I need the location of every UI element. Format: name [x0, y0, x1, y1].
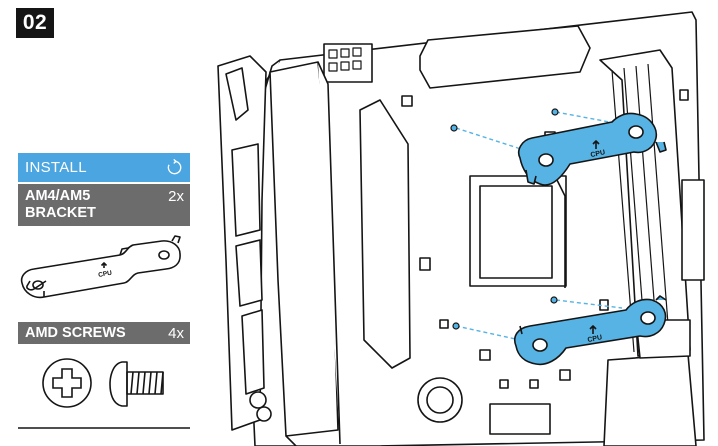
motherboard-outline	[217, 11, 705, 446]
screw-head-icon	[42, 358, 92, 408]
screws-bar: AMD SCREWS 4x	[18, 322, 190, 344]
install-bar: INSTALL	[18, 153, 190, 182]
upper-bracket: CPU	[517, 112, 667, 186]
screw-side-icon	[109, 361, 164, 407]
svg-text:CPU: CPU	[98, 270, 113, 279]
mounting-holes	[450, 108, 559, 330]
parts-sidebar: INSTALL AM4/AM5 BRACKET 2x AMD SCREWS 4x	[18, 153, 190, 344]
bracket-part-icon: CPU	[20, 235, 181, 299]
screws-qty: 4x	[168, 324, 184, 342]
motherboard-illustration: CPU CPU	[217, 11, 705, 446]
alignment-guides	[455, 111, 623, 341]
lower-bracket: CPU	[514, 295, 667, 366]
bracket-bar: AM4/AM5 BRACKET 2x	[18, 184, 190, 226]
lower-bracket-stamp: CPU	[587, 334, 603, 344]
bracket-line2: BRACKET	[25, 205, 96, 221]
screws-label: AMD SCREWS	[25, 325, 126, 341]
step-number-badge: 02	[16, 8, 54, 38]
refresh-icon	[167, 158, 182, 175]
bracket-line1: AM4/AM5	[25, 188, 91, 204]
upper-bracket-stamp: CPU	[590, 149, 606, 159]
sidebar-part-drawings: CPU	[18, 235, 190, 429]
bracket-title: AM4/AM5 BRACKET	[25, 188, 96, 222]
install-label: INSTALL	[25, 159, 87, 176]
bracket-qty: 2x	[168, 188, 184, 205]
